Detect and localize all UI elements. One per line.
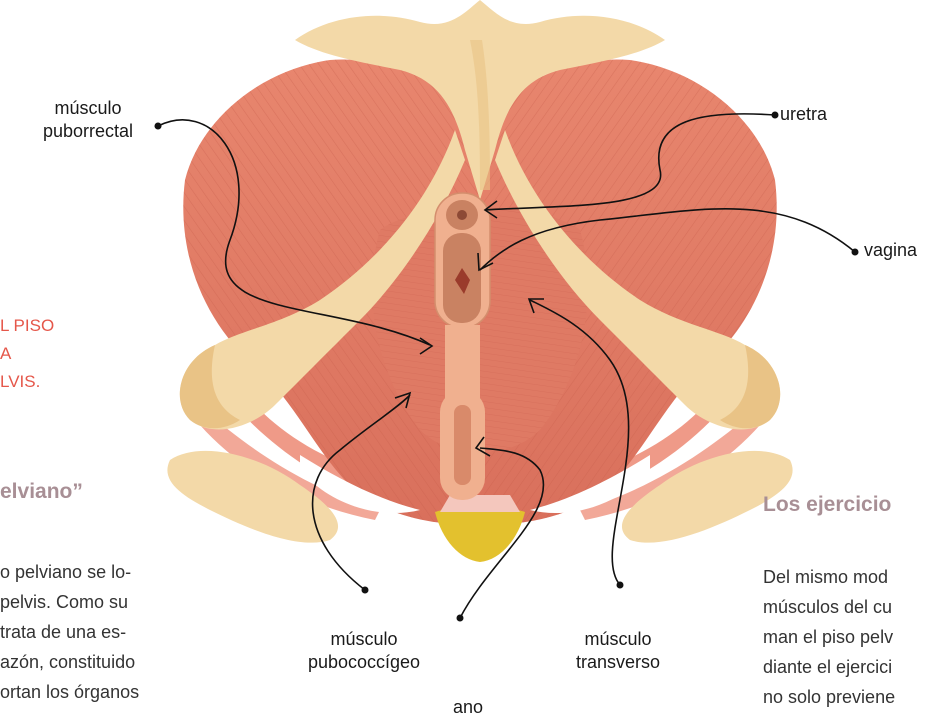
red-caption-line-2: A xyxy=(0,340,11,368)
red-caption-line-1: L PISO xyxy=(0,312,54,340)
red-caption-line-3: LVIS. xyxy=(0,368,40,396)
left-paragraph-line-3: trata de una es- xyxy=(0,620,126,644)
label-musculo-pubococcigeo: músculo pubococcígeo xyxy=(299,628,429,674)
right-paragraph-line-2: músculos del cu xyxy=(763,595,892,619)
right-section-heading: Los ejercicio xyxy=(763,493,891,517)
left-section-heading: elviano” xyxy=(0,480,83,504)
right-paragraph-line-1: Del mismo mod xyxy=(763,565,888,589)
label-musculo-transverso: músculo transverso xyxy=(558,628,678,674)
left-paragraph-line-5: ortan los órganos xyxy=(0,680,139,704)
right-paragraph-line-4: diante el ejercici xyxy=(763,655,892,679)
right-paragraph-line-3: man el piso pelv xyxy=(763,625,893,649)
label-ano: ano xyxy=(438,696,498,719)
right-paragraph-line-5: no solo previene xyxy=(763,685,895,709)
left-paragraph-line-4: azón, constituido xyxy=(0,650,135,674)
label-musculo-puborrectal: músculo puborrectal xyxy=(28,97,148,143)
label-uretra: uretra xyxy=(780,103,860,126)
coccyx xyxy=(435,507,525,562)
label-vagina: vagina xyxy=(864,239,944,262)
left-paragraph-line-1: o pelviano se lo- xyxy=(0,560,131,584)
left-paragraph-line-2: pelvis. Como su xyxy=(0,590,128,614)
